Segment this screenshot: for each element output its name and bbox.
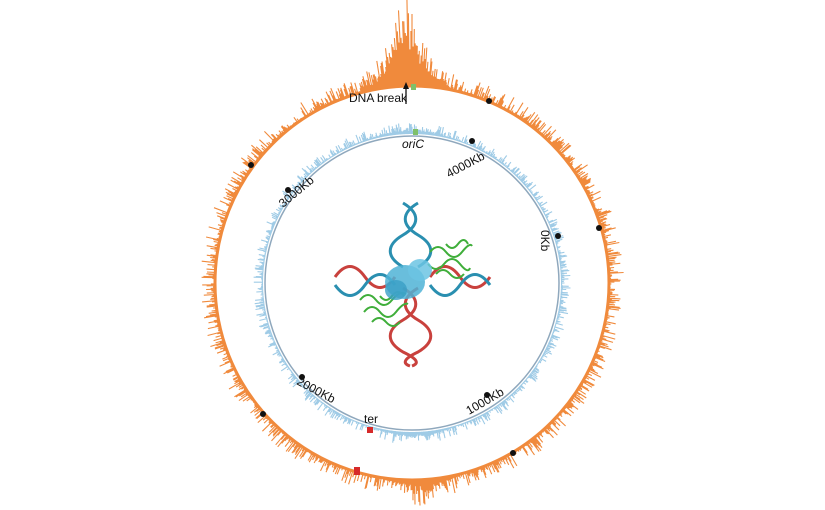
- tick-marker: [260, 411, 266, 417]
- position-label-0kb: 0Kb: [538, 230, 552, 252]
- inner-coverage-track: [253, 123, 571, 443]
- tick-marker: [510, 450, 516, 456]
- ter-outer-marker: [354, 467, 360, 475]
- tick-marker: [469, 138, 475, 144]
- tick-marker: [555, 233, 561, 239]
- tick-marker: [248, 162, 254, 168]
- dna-protein-complex-icon: [333, 201, 492, 368]
- tick-marker: [285, 187, 291, 193]
- oric-outer-marker: [411, 84, 416, 90]
- tick-marker: [484, 392, 490, 398]
- dna-break-label: DNA break: [349, 91, 408, 105]
- tick-marker: [486, 98, 492, 104]
- ter-inner-marker: [367, 427, 373, 433]
- oric-inner-marker: [413, 129, 418, 135]
- tick-marker: [299, 374, 305, 380]
- outer-tick-markers: [248, 98, 602, 456]
- dna-break-arrow: [403, 82, 409, 104]
- coverage-bars: [253, 123, 571, 443]
- tick-marker: [596, 225, 602, 231]
- inner-tick-markers: [285, 138, 561, 398]
- oric-label: oriC: [402, 137, 424, 151]
- ter-label: ter: [364, 412, 378, 426]
